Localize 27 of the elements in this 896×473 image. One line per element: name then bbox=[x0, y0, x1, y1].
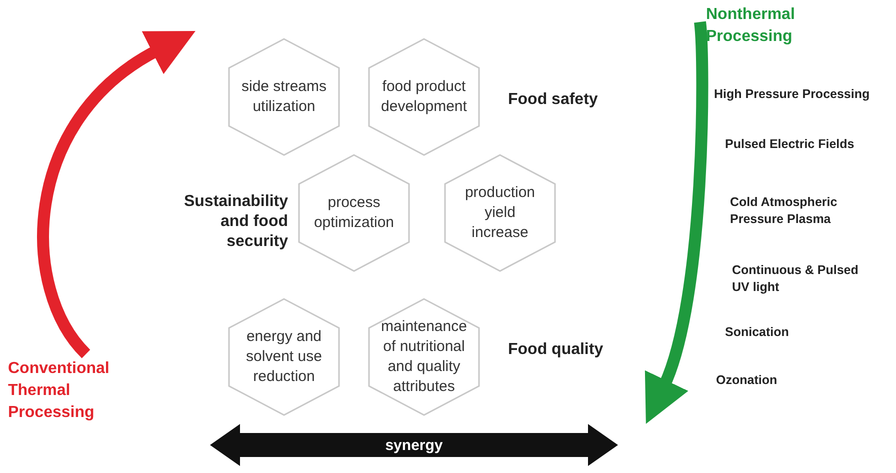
hexagon bbox=[228, 298, 340, 416]
hexagon bbox=[298, 154, 410, 272]
arrow-label: synergy bbox=[385, 436, 443, 454]
label: Cold Atmospheric Pressure Plasma bbox=[730, 194, 838, 227]
label: High Pressure Processing bbox=[714, 86, 871, 102]
label: Sustainability and food security bbox=[182, 192, 288, 252]
label: Food quality bbox=[508, 340, 604, 360]
hexagon-text: production yield increase bbox=[464, 183, 536, 243]
label: Pulsed Electric Fields bbox=[725, 136, 856, 152]
hexagon-text: food product development bbox=[380, 77, 468, 117]
hexagon-text: process optimization bbox=[312, 193, 396, 233]
label: Continuous & Pulsed UV light bbox=[732, 262, 860, 295]
curved-arrow bbox=[37, 28, 194, 358]
hexagon-text: side streams utilization bbox=[240, 77, 328, 117]
heading: Conventional Thermal Processing bbox=[8, 359, 110, 423]
label: Sonication bbox=[725, 324, 790, 340]
hexagon bbox=[368, 298, 480, 416]
label: Food safety bbox=[508, 90, 599, 110]
hexagon bbox=[228, 38, 340, 156]
curved-arrow bbox=[644, 22, 708, 426]
heading: Nonthermal Processing bbox=[706, 5, 796, 47]
hexagon bbox=[444, 154, 556, 272]
label: Ozonation bbox=[716, 372, 778, 388]
hexagon bbox=[368, 38, 480, 156]
hexagon-text: maintenance of nutritional and quality attributes bbox=[380, 317, 468, 397]
hexagon-text: energy and solvent use reduction bbox=[245, 327, 323, 387]
double-arrow bbox=[210, 424, 618, 466]
